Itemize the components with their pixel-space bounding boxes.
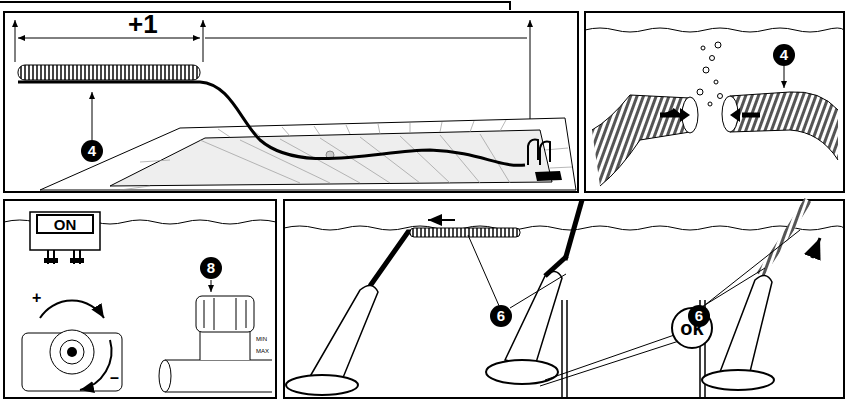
callout-number: 6 bbox=[490, 305, 512, 327]
node-text: ON bbox=[54, 216, 77, 233]
valve-marking: MIN bbox=[256, 336, 267, 342]
callout-number: 4 bbox=[773, 44, 795, 66]
valve-marking: MAX bbox=[256, 348, 269, 354]
callout-number: 6 bbox=[688, 305, 710, 327]
plus-sign: + bbox=[32, 290, 41, 306]
callout-number: 8 bbox=[200, 257, 222, 279]
callout-number: 4 bbox=[81, 140, 103, 162]
extra-length-label: +1 bbox=[128, 10, 158, 38]
switch-label-box: ON bbox=[36, 214, 94, 234]
minus-sign: – bbox=[110, 370, 119, 386]
